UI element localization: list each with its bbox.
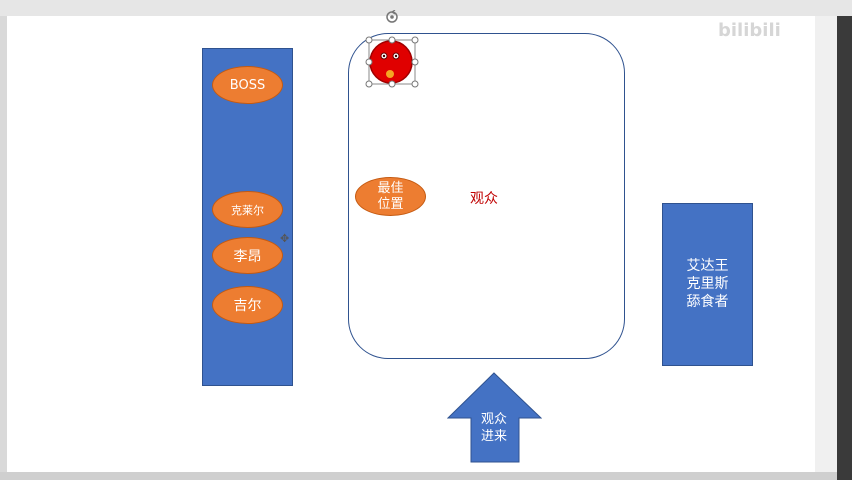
oval-boss[interactable]: BOSS bbox=[212, 66, 283, 104]
entrance-line-1: 观众 bbox=[480, 412, 507, 427]
entrance-up-arrow[interactable] bbox=[447, 372, 542, 464]
scrollbar-track[interactable] bbox=[837, 16, 852, 480]
right-line-ada: 艾达王 bbox=[686, 258, 729, 274]
oval-claire[interactable]: 克莱尔 bbox=[212, 191, 283, 228]
oval-jill[interactable]: 吉尔 bbox=[212, 286, 283, 324]
entrance-arrow-text: 观众 进来 bbox=[466, 411, 522, 445]
top-bar bbox=[0, 0, 852, 16]
right-panel-strip bbox=[815, 16, 837, 472]
bottom-bar bbox=[0, 472, 837, 480]
bilibili-watermark: bilibili bbox=[718, 20, 781, 41]
right-character-column[interactable] bbox=[662, 203, 753, 366]
right-line-chris: 克里斯 bbox=[686, 276, 729, 292]
right-line-licker: 舔食者 bbox=[686, 294, 729, 310]
oval-leon[interactable]: 李昂 bbox=[212, 237, 283, 274]
entrance-line-2: 进来 bbox=[480, 429, 507, 444]
audience-label: 观众 bbox=[470, 191, 498, 207]
smiley-face-icon[interactable] bbox=[362, 10, 422, 90]
move-cursor-icon: ✥ bbox=[280, 232, 290, 245]
best-position-line-1: 最佳 bbox=[377, 180, 404, 196]
best-position-line-2: 位置 bbox=[377, 196, 404, 212]
rotate-handle-icon[interactable] bbox=[386, 10, 398, 23]
oval-best-position[interactable]: 最佳 位置 bbox=[355, 177, 426, 216]
audience-area-rounded-rect[interactable] bbox=[348, 33, 625, 359]
right-column-text: 艾达王 克里斯 舔食者 bbox=[662, 257, 753, 311]
